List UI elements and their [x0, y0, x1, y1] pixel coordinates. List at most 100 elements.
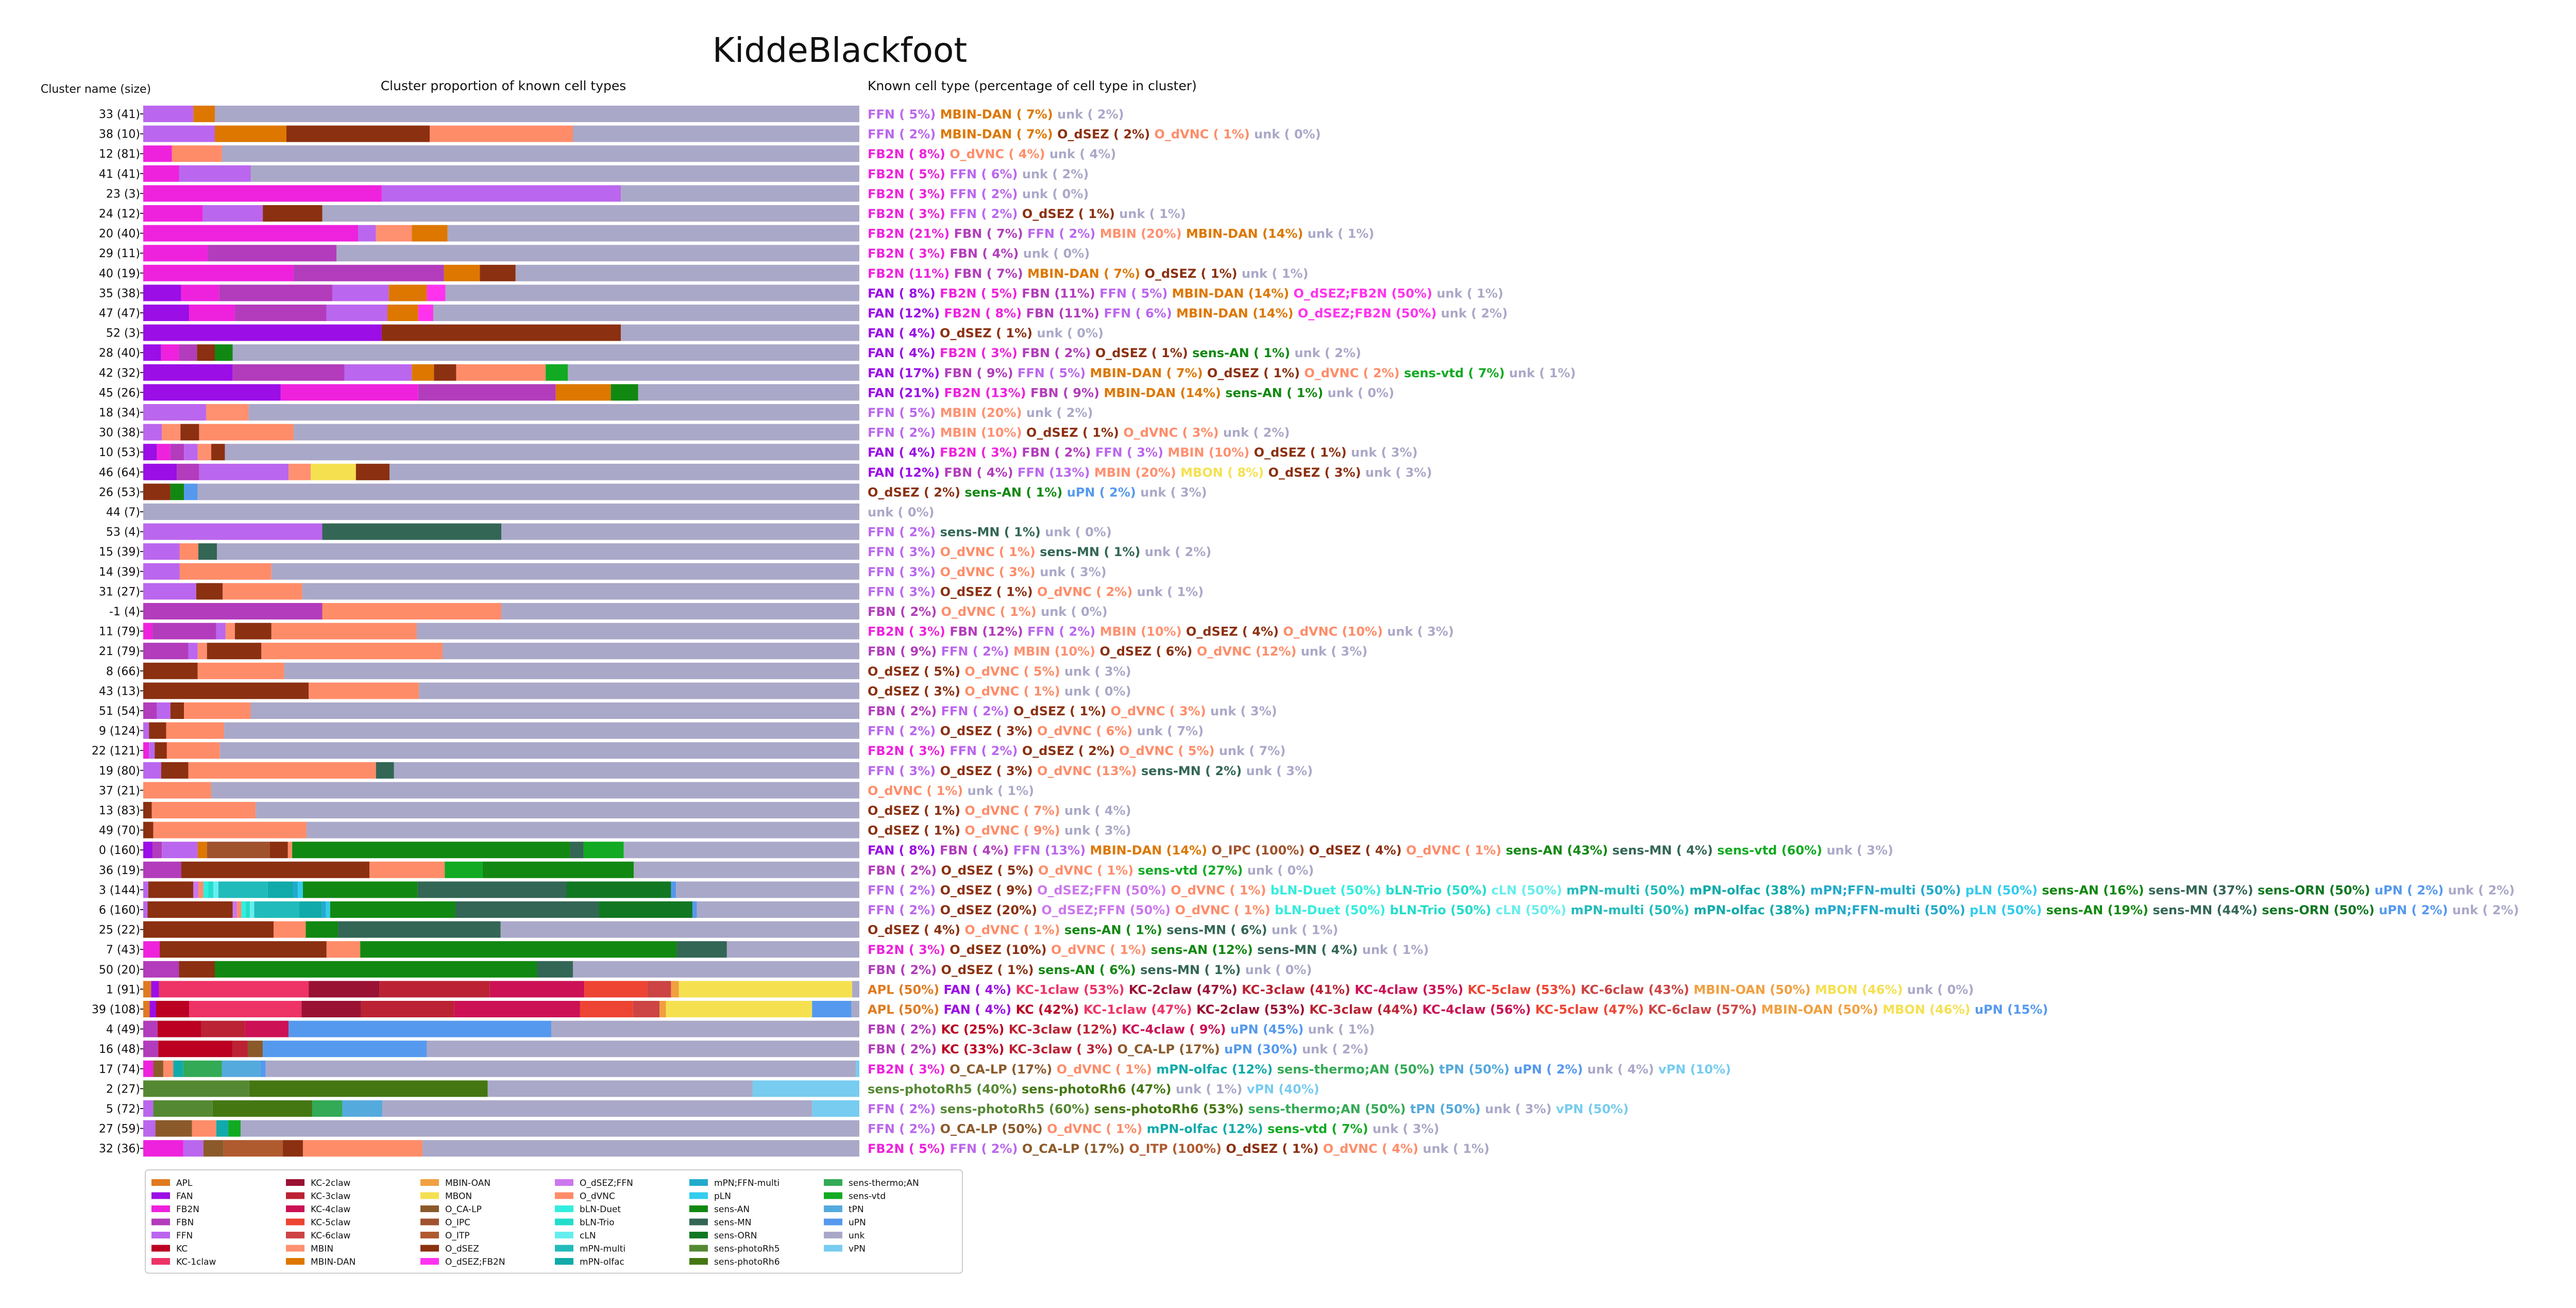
cell-type-label-mbin-dan: MBIN-DAN (14%): [1086, 843, 1207, 858]
cell-type-label-o-dsez: O_dSEZ (10%): [945, 943, 1047, 957]
legend-swatch-mpn-olfac: [555, 1258, 573, 1265]
cell-type-label-o-dsez-fb2n: O_dSEZ;FB2N (50%): [1289, 286, 1432, 300]
cell-type-label-unk: unk ( 0%): [1241, 963, 1312, 977]
cell-type-label-kc-3claw: KC-3claw (12%): [1004, 1022, 1117, 1037]
bar-segment-mbin-dan: [193, 106, 215, 122]
cell-type-label-sens-an: sens-AN ( 1%): [1221, 385, 1323, 400]
cell-type-label-o-dvnc: O_dVNC ( 1%): [1171, 903, 1270, 917]
bar-segment-kc-2claw: [309, 981, 380, 998]
known-cell-type-labels: FB2N ( 3%) FBN ( 4%) unk ( 0%): [868, 246, 1090, 261]
bar-segment-unk: [416, 623, 859, 640]
cell-type-label-o-dsez: O_dSEZ ( 2%): [1018, 744, 1115, 758]
legend-label-kc-1claw: KC-1claw: [176, 1257, 216, 1267]
bar-segment-o-dsez: [196, 583, 223, 600]
cell-type-label-mpn-olfac: mPN-olfac (38%): [1685, 883, 1806, 897]
bar-segment-sens-vtd: [228, 1120, 241, 1137]
cell-type-label-sens-an: sens-AN (16%): [2038, 883, 2144, 897]
cell-type-label-o-dvnc: O_dVNC ( 5%): [1115, 744, 1215, 758]
legend-label-o-dsez-fb2n: O_dSEZ;FB2N: [445, 1257, 505, 1267]
bar-segment-fan: [143, 305, 189, 321]
bar-segment-ffn: [149, 742, 155, 759]
legend-swatch-sens-photorh5: [689, 1245, 708, 1252]
bar-segment-sens-thermo-an: [312, 1100, 343, 1117]
bar-segment-kc-5claw: [584, 981, 648, 998]
bar-segment-sens-vtd: [583, 842, 624, 859]
cell-type-label-o-dvnc: O_dVNC ( 1%): [1150, 127, 1250, 142]
cluster-name-label: 3 (144): [99, 884, 140, 897]
cell-type-label-fb2n: FB2N ( 3%): [868, 207, 945, 221]
legend-swatch-kc-3claw: [286, 1192, 304, 1199]
bar-segment-o-dvnc: [172, 145, 222, 162]
bar-segment-unk: [621, 185, 859, 202]
cell-type-label-upn: uPN ( 2%): [1062, 485, 1136, 499]
bar-segment-ffn: [143, 523, 323, 540]
cell-type-label-sens-an: sens-AN ( 1%): [960, 485, 1062, 499]
legend-swatch-o-ca-lp: [420, 1205, 439, 1212]
bar-segment-upn: [289, 1020, 552, 1037]
cluster-name-label: 1 (91): [106, 983, 140, 996]
bar-segment-kc-4claw: [489, 981, 585, 998]
bar-segment-unk: [306, 821, 860, 839]
known-cell-type-labels: FBN ( 2%) KC (25%) KC-3claw (12%) KC-4cl…: [868, 1022, 1375, 1037]
bar-segment-kc-2claw: [301, 1001, 361, 1017]
cell-type-label-unk: unk ( 3%): [1481, 1102, 1552, 1116]
cluster-name-label: 10 (53): [99, 446, 140, 459]
bar-segment-ffn: [326, 305, 387, 321]
cell-type-label-unk: unk ( 2%): [1436, 306, 1507, 321]
legend-swatch-o-dvnc: [555, 1192, 573, 1199]
chart-title: KiddeBlackfoot: [713, 30, 967, 70]
legend-label-kc-2claw: KC-2claw: [311, 1178, 351, 1188]
cell-type-label-fbn: FBN ( 4%): [940, 465, 1013, 480]
cell-type-label-mbin-dan: MBIN-DAN (14%): [1172, 306, 1294, 321]
bar-segment-o-dvnc: [271, 623, 417, 640]
cell-type-label-unk: unk ( 2%): [2444, 883, 2515, 897]
bar-segment-fb2n: [143, 1140, 183, 1157]
legend-label-kc-3claw: KC-3claw: [311, 1192, 351, 1202]
cell-type-label-unk: unk ( 1%): [1267, 923, 1338, 937]
bar-segment-o-dsez: [143, 483, 171, 500]
cluster-name-label: 15 (39): [99, 546, 140, 559]
cell-type-label-unk: unk ( 2%): [1290, 346, 1361, 360]
cell-type-label-o-dvnc: O_dVNC ( 4%): [945, 147, 1045, 161]
cell-type-label-fbn: FBN ( 2%): [868, 963, 937, 977]
bar-segment-vpn: [812, 1100, 859, 1117]
cell-type-label-kc-4claw: KC-4claw ( 9%): [1117, 1022, 1226, 1037]
bar-segment-unk: [515, 264, 859, 281]
bar-segment-fbn: [293, 264, 444, 281]
bar-segment-mbin-dan: [412, 225, 448, 242]
cell-type-label-fbn: FBN ( 2%): [868, 1022, 937, 1037]
bar-segment-sens-mn: [376, 762, 394, 779]
legend-swatch-kc-6claw: [286, 1232, 304, 1238]
bar-segment-unk: [256, 802, 860, 818]
bar-segment-mbin: [225, 623, 235, 640]
cell-type-label-unk: unk ( 0%): [1032, 326, 1104, 341]
cell-type-label-o-dsez: O_dSEZ ( 5%): [937, 863, 1033, 878]
known-cell-type-labels: FFN ( 2%) O_CA-LP (50%) O_dVNC ( 1%) mPN…: [868, 1122, 1439, 1136]
bar-segment-vpn: [752, 1080, 859, 1097]
cell-type-label-o-dsez: O_dSEZ ( 5%): [868, 664, 960, 679]
cell-type-label-fb2n: FB2N ( 3%): [868, 943, 945, 957]
cluster-name-label: 40 (19): [99, 267, 140, 280]
cell-type-label-unk: unk ( 0%): [1018, 187, 1089, 201]
bar-segment-mbin: [162, 424, 181, 441]
legend-label-vpn: vPN: [849, 1244, 866, 1254]
cell-type-label-unk: unk ( 0%): [1019, 246, 1090, 261]
header-cluster-proportion: Cluster proportion of known cell types: [381, 78, 626, 93]
bar-segment-kc-1claw: [159, 981, 309, 998]
cell-type-label-o-dsez: O_dSEZ ( 9%): [936, 883, 1032, 897]
cell-type-label-o-dvnc: O_dVNC ( 2%): [1033, 584, 1133, 599]
cell-type-label-o-dvnc: O_dVNC ( 1%): [1402, 843, 1502, 858]
bar-segment-sens-mn: [338, 921, 501, 938]
cell-type-label-kc: KC (33%): [937, 1042, 1004, 1057]
cell-type-label-ffn: FFN ( 2%): [1023, 227, 1096, 241]
cell-type-label-o-dvnc: O_dVNC (10%): [1279, 625, 1383, 639]
bar-segment-o-dsez: [381, 324, 621, 341]
bar-segment-sens-mn: [455, 901, 599, 918]
bar-segment-fbn: [234, 305, 327, 321]
cell-type-label-fan: FAN (12%): [868, 306, 940, 321]
bar-segment-unk: [638, 384, 859, 401]
cluster-name-label: 41 (41): [99, 168, 140, 181]
known-cell-type-labels: FB2N ( 5%) FFN ( 6%) unk ( 2%): [868, 167, 1089, 181]
legend-label-fan: FAN: [176, 1192, 193, 1202]
